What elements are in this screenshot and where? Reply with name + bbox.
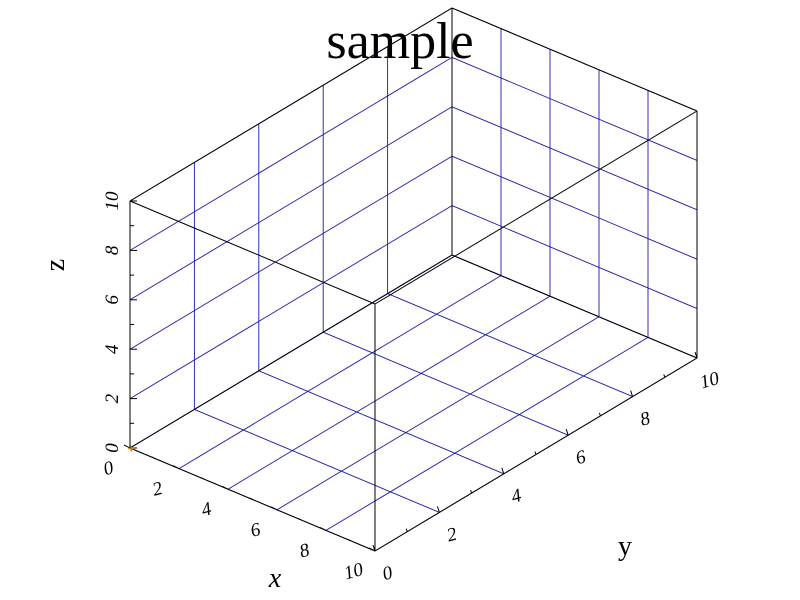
box-edge [451, 7, 698, 112]
data-points [128, 445, 135, 452]
x-tick-label: 2 [150, 478, 165, 501]
x-tick-label: 4 [199, 498, 214, 521]
y-tick [436, 506, 440, 513]
z-tick-label: 8 [102, 245, 123, 255]
x-tick-label: 10 [342, 559, 366, 584]
x-minor-tick [200, 476, 204, 480]
box-edge [451, 254, 698, 359]
x-tick [172, 465, 180, 470]
wall-gridline-z [129, 205, 453, 399]
x-tick [221, 485, 229, 490]
y-tick-label: 4 [509, 485, 524, 508]
y-minor-tick [598, 412, 601, 417]
x-tick [319, 526, 327, 531]
floor-gridline-y [323, 331, 569, 436]
y-tick [565, 429, 569, 436]
floor-gridline-y [387, 293, 633, 398]
y-tick-label: 2 [445, 524, 460, 547]
y-tick [372, 544, 376, 552]
wall-gridline-z [129, 57, 453, 251]
y-minor-tick [405, 528, 408, 532]
grid-lines [129, 7, 698, 552]
x-tick [368, 547, 376, 552]
tick-marks [123, 200, 698, 552]
z-tick-label: 4 [102, 344, 123, 354]
z-tick-label: 2 [102, 393, 123, 403]
x-tick-label: 0 [101, 457, 116, 480]
box-edges [129, 7, 698, 552]
y-tick [501, 467, 505, 474]
y-minor-tick [470, 489, 473, 494]
y-minor-tick [534, 451, 537, 455]
x-tick [270, 506, 278, 511]
z-tick-label: 0 [102, 443, 123, 453]
chart-title: sample [326, 13, 473, 70]
y-tick-label: 10 [698, 368, 722, 393]
box-edge [129, 7, 453, 202]
y-tick [630, 390, 634, 397]
y-tick-label: 6 [573, 446, 588, 469]
box-edge [129, 200, 376, 305]
wall-gridline-z [129, 155, 453, 350]
floor-gridline-x [276, 316, 600, 511]
z-tick-label: 6 [102, 295, 123, 305]
y-axis-label: y [618, 531, 632, 562]
y-tick-label: 8 [638, 408, 653, 431]
x-tick-label: 8 [297, 540, 312, 563]
wall-gridline-z [451, 205, 698, 310]
x-minor-tick [347, 538, 351, 542]
floor-gridline-x [178, 275, 502, 469]
x-minor-tick [151, 456, 155, 459]
y-tick-label: 0 [380, 562, 395, 585]
x-minor-tick [249, 497, 253, 500]
box-edge [374, 110, 698, 305]
y-tick [694, 351, 698, 359]
y-minor-tick [663, 374, 666, 378]
floor-gridline-x [227, 295, 551, 490]
wall-gridline-z [451, 106, 698, 211]
floor-gridline-y [194, 408, 440, 513]
wall-gridline-z [451, 56, 698, 161]
x-tick-label: 6 [248, 519, 263, 542]
floor-gridline-y [258, 370, 504, 475]
x-tick [123, 444, 131, 449]
wall-gridline-z [129, 106, 453, 301]
x-axis-label: x [268, 563, 282, 594]
data-point [128, 445, 135, 452]
x-minor-tick [298, 518, 302, 521]
z-axis-label: z [40, 259, 71, 271]
wall-gridline-z [451, 155, 698, 260]
box-edge [129, 254, 453, 449]
floor-gridline-x [325, 337, 649, 531]
z-tick-label: 10 [102, 191, 123, 211]
